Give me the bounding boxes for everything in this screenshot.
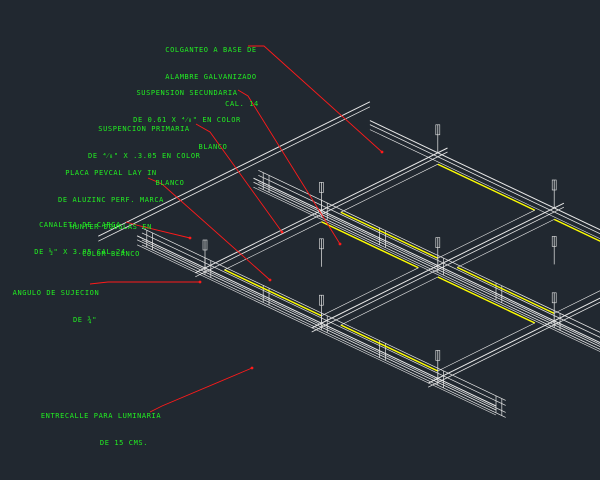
label-canaleta-line-2: DE ½" X 3.05 CAL.24 [34, 248, 126, 256]
panel-edge-highlight-3 [456, 266, 555, 315]
label-placa-line-4: COLOR BLANCO [82, 250, 140, 258]
main-tee-bottom-0 [136, 239, 497, 411]
panel-edge-highlight-0 [321, 221, 419, 269]
carrying-channel-1-line-0 [258, 169, 600, 333]
panel-edge-highlight-1 [437, 276, 536, 324]
main-tee-flange-2 [369, 129, 600, 240]
panel-edge-highlight-1 [340, 324, 439, 372]
leader-dot [380, 150, 384, 154]
label-placa-line-3: HUNTER DOUGLAS EN [70, 223, 152, 231]
hanger-clip [435, 350, 441, 361]
label-colganteo: COLGANTEO A BASE DE ALAMBRE GALVANIZADO … [155, 28, 267, 127]
label-colganteo-line-3: CAL. 14 [225, 100, 259, 108]
hanger-clip [435, 124, 441, 136]
carrying-channel-0-line-0 [141, 227, 506, 401]
panel-edge-0 [224, 221, 322, 271]
hanger-clip [551, 236, 557, 247]
panel-edge-3 [457, 219, 555, 268]
leader-dot [198, 280, 202, 284]
label-susp-primaria-line-2: DE ⁴⁄₈" X .3.05 EN COLOR [88, 152, 201, 160]
panel-edge-2 [437, 209, 535, 259]
label-angulo-line-2: DE ¾" [72, 316, 98, 324]
panel-edge-highlight-3 [553, 218, 600, 242]
panel-edge-1 [340, 276, 438, 326]
label-placa: PLACA PEVCAL LAY IN DE ALUZINC PERF. MAR… [52, 151, 170, 277]
leader-dot [250, 366, 254, 370]
label-canaleta-line-1: CANALETA DE CARGA [39, 221, 121, 229]
label-suspension-secundaria: SUSPENSION SECUNDARIA DE 0.61 X ⁴⁄₈" EN … [128, 71, 246, 170]
leader-dot [268, 278, 272, 282]
hanger-clip [319, 294, 324, 306]
panel-edge-highlight-0 [224, 269, 322, 317]
label-angulo-line-1: ANGULO DE SUJECION [12, 289, 100, 297]
leader-line-1 [237, 89, 341, 245]
main-tee-flange-1 [253, 186, 600, 352]
wall-angle-top [98, 101, 371, 237]
main-tee-top-1 [253, 177, 600, 344]
label-placa-line-1: PLACA PEVCAL LAY IN [65, 169, 157, 177]
leader-dot [188, 236, 192, 240]
carrying-channel-0-line-1 [141, 232, 506, 406]
leader-dot [280, 230, 284, 234]
label-entrecalle: ENTRECALLE PARA LUMINARIA DE 15 CMS. [40, 394, 162, 466]
panel-edge-3 [554, 290, 600, 314]
label-angulo: ANGULO DE SUJECION DE ¾" [10, 271, 102, 343]
hanger-clip [202, 239, 208, 251]
label-canaleta: CANALETA DE CARGA DE ½" X 3.05 CAL.24 [32, 203, 128, 275]
carrying-channel-1-line-3 [258, 186, 600, 350]
leader-dot [338, 242, 342, 246]
panel-edge-highlight-2 [340, 211, 439, 259]
label-colganteo-line-1: COLGANTEO A BASE DE [165, 46, 257, 54]
hanger-clip [319, 238, 324, 250]
leader-line-4 [125, 221, 191, 239]
wall-angle-bottom [98, 106, 371, 242]
hanger-clip [319, 182, 324, 193]
carrying-channel-0-line-2 [141, 239, 506, 413]
leader-line-6 [149, 367, 253, 413]
label-susp-secundaria-line-3: BLANCO [198, 143, 228, 151]
label-colganteo-line-2: ALAMBRE GALVANIZADO [165, 73, 257, 81]
carrying-channel-1-line-1 [258, 174, 600, 338]
panel-edge-highlight-2 [437, 163, 536, 211]
hanger-clip [551, 179, 557, 191]
carrying-channel-1-line-2 [258, 181, 600, 345]
label-placa-line-2: DE ALUZINC PERF. MARCA [58, 196, 164, 204]
label-susp-primaria-line-1: SUSPENCION PRIMARIA [98, 125, 190, 133]
main-tee-top-2 [369, 120, 600, 231]
main-tee-bottom-2 [369, 124, 600, 235]
label-susp-secundaria-line-2: DE 0.61 X ⁴⁄₈" EN COLOR [133, 116, 241, 124]
panel-edge-2 [340, 163, 438, 213]
carrying-channel-0-line-3 [141, 244, 506, 418]
leader-line-5 [89, 281, 200, 285]
hanger-clip [551, 292, 557, 304]
label-entrecalle-line-1: ENTRECALLE PARA LUMINARIA [40, 412, 162, 420]
panel-edge-0 [321, 267, 419, 317]
panel-edge-1 [437, 322, 535, 372]
leader-line-3 [147, 177, 271, 281]
label-susp-secundaria-line-1: SUSPENSION SECUNDARIA [136, 89, 238, 97]
leader-line-0 [248, 45, 383, 153]
label-suspension-primaria: SUSPENCION PRIMARIA DE ⁴⁄₈" X .3.05 EN C… [88, 107, 200, 206]
leader-line-2 [195, 123, 283, 233]
label-entrecalle-line-2: DE 15 CMS. [99, 439, 149, 447]
main-tee-bottom-1 [253, 181, 600, 347]
label-susp-primaria-line-3: BLANCO [155, 179, 185, 187]
main-tee-top-0 [136, 235, 497, 407]
hanger-clip [435, 237, 441, 248]
